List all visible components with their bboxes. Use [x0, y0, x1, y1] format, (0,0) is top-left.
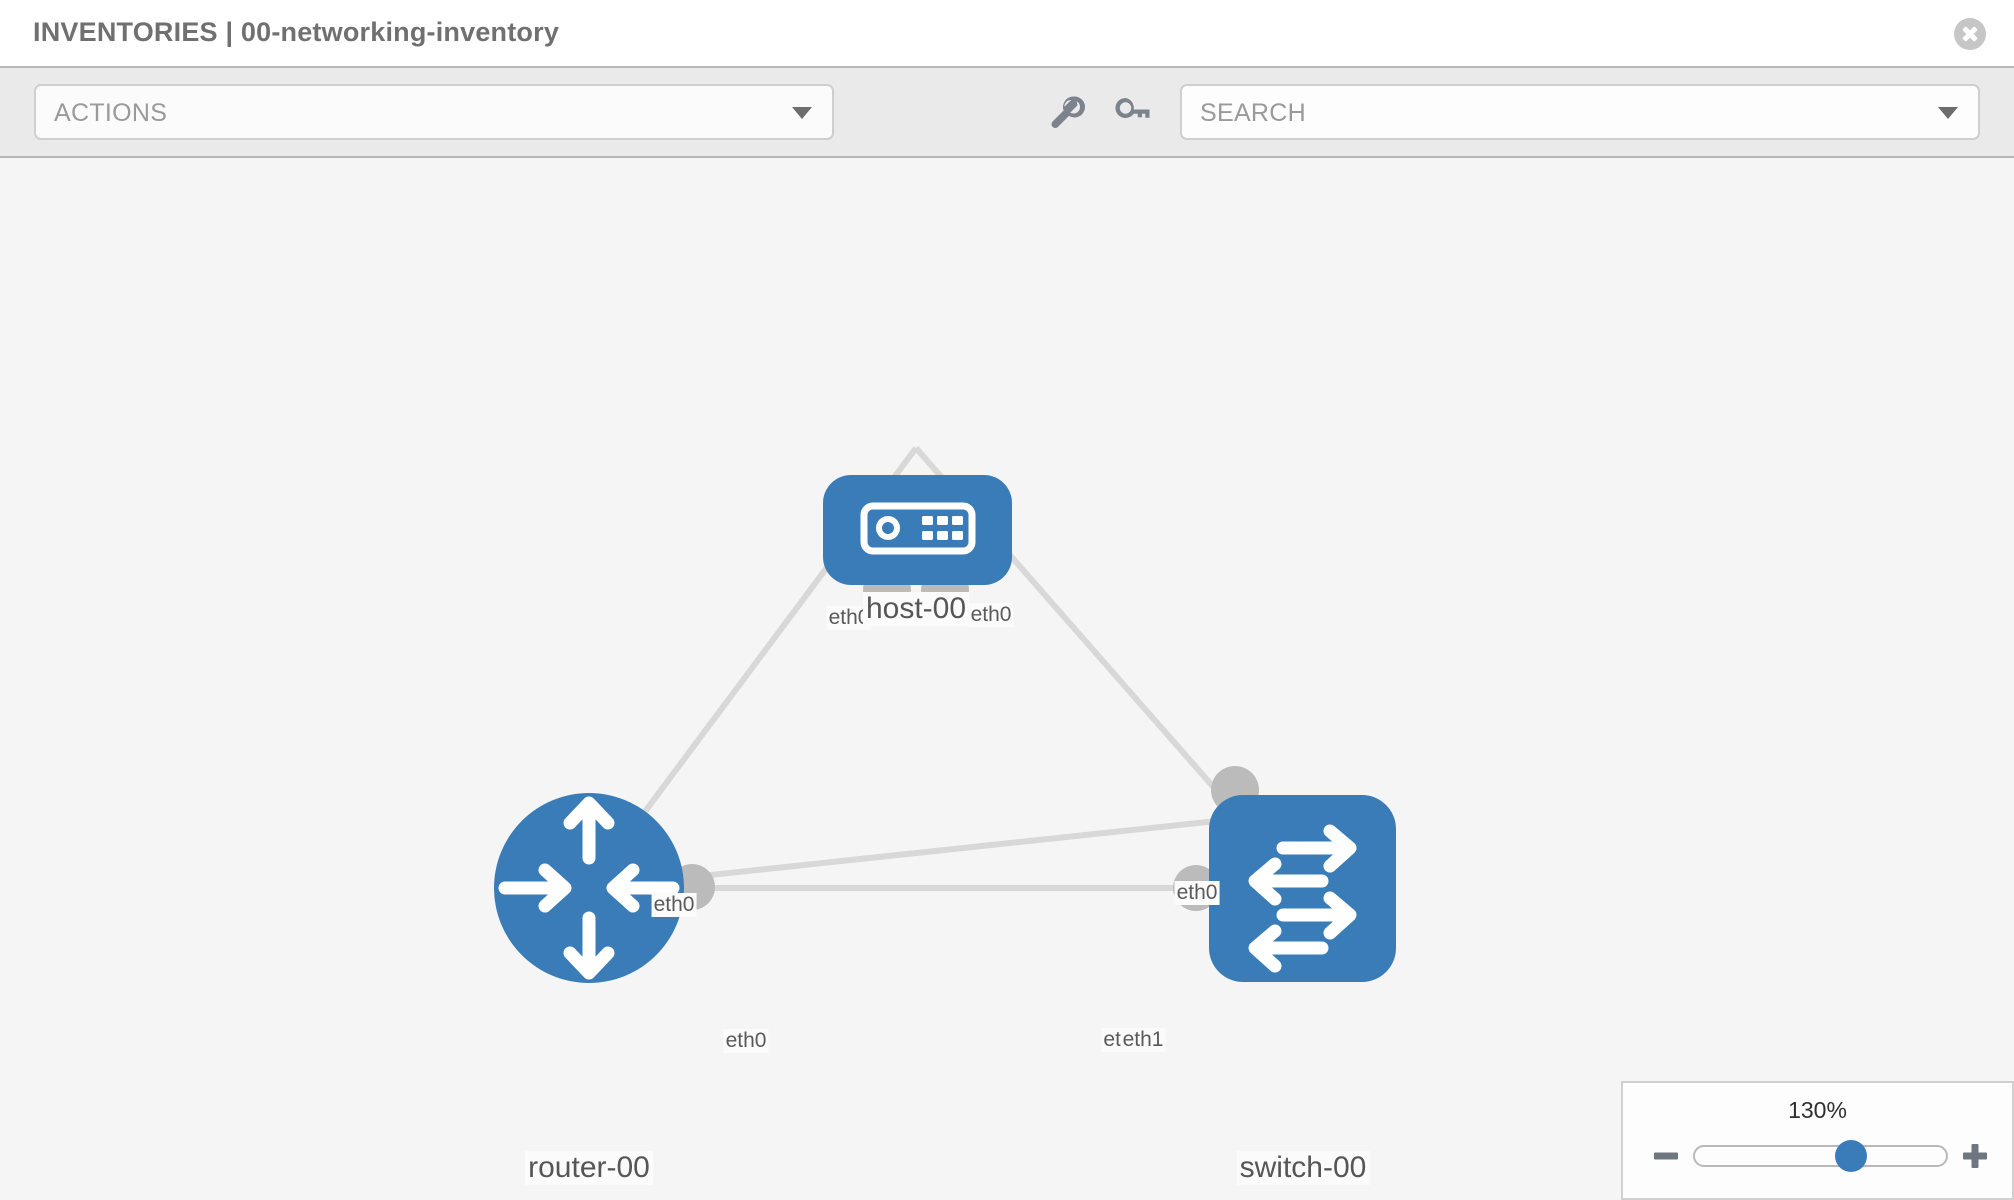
search-input[interactable]: SEARCH [1180, 84, 1980, 140]
page-title: INVENTORIES | 00-networking-inventory [33, 17, 560, 47]
node-label-router: router-00 [525, 1151, 653, 1185]
iface-label: eth0 [1174, 881, 1220, 905]
node-label-host: host-00 [862, 592, 970, 626]
zoom-slider-thumb[interactable] [1834, 1140, 1867, 1172]
search-placeholder: SEARCH [1200, 99, 1306, 127]
actions-dropdown[interactable]: ACTIONS [34, 84, 834, 140]
node-router-00 [494, 793, 684, 983]
topology-canvas[interactable]: eth0 eth0 eth0 eth0 eth0 eth eth1 host-0… [0, 158, 2014, 1200]
zoom-in-button[interactable] [1958, 1139, 1992, 1173]
close-icon[interactable] [1954, 18, 1986, 50]
topology-graph [494, 446, 1396, 983]
iface-label: eth0 [651, 893, 697, 917]
chevron-down-icon [1938, 107, 1958, 119]
toolbar: ACTIONS SEARCH [0, 68, 2014, 158]
zoom-slider-track[interactable] [1693, 1140, 1948, 1172]
page-header: INVENTORIES | 00-networking-inventory [0, 0, 2014, 68]
node-label-switch: switch-00 [1236, 1151, 1370, 1185]
iface-label: eth0 [723, 1029, 769, 1053]
iface-label: eth1 [1120, 1028, 1166, 1052]
key-icon[interactable] [1110, 90, 1154, 134]
chevron-down-icon [792, 107, 812, 119]
node-host-00 [823, 475, 1012, 585]
zoom-out-button[interactable] [1649, 1139, 1683, 1173]
iface-label: eth0 [968, 603, 1014, 627]
zoom-control-panel: 130% [1621, 1081, 2014, 1200]
wrench-icon[interactable] [1043, 90, 1087, 134]
zoom-level-value: 130% [1788, 1097, 1847, 1123]
node-switch-00 [1209, 795, 1396, 982]
actions-dropdown-label: ACTIONS [54, 99, 168, 127]
